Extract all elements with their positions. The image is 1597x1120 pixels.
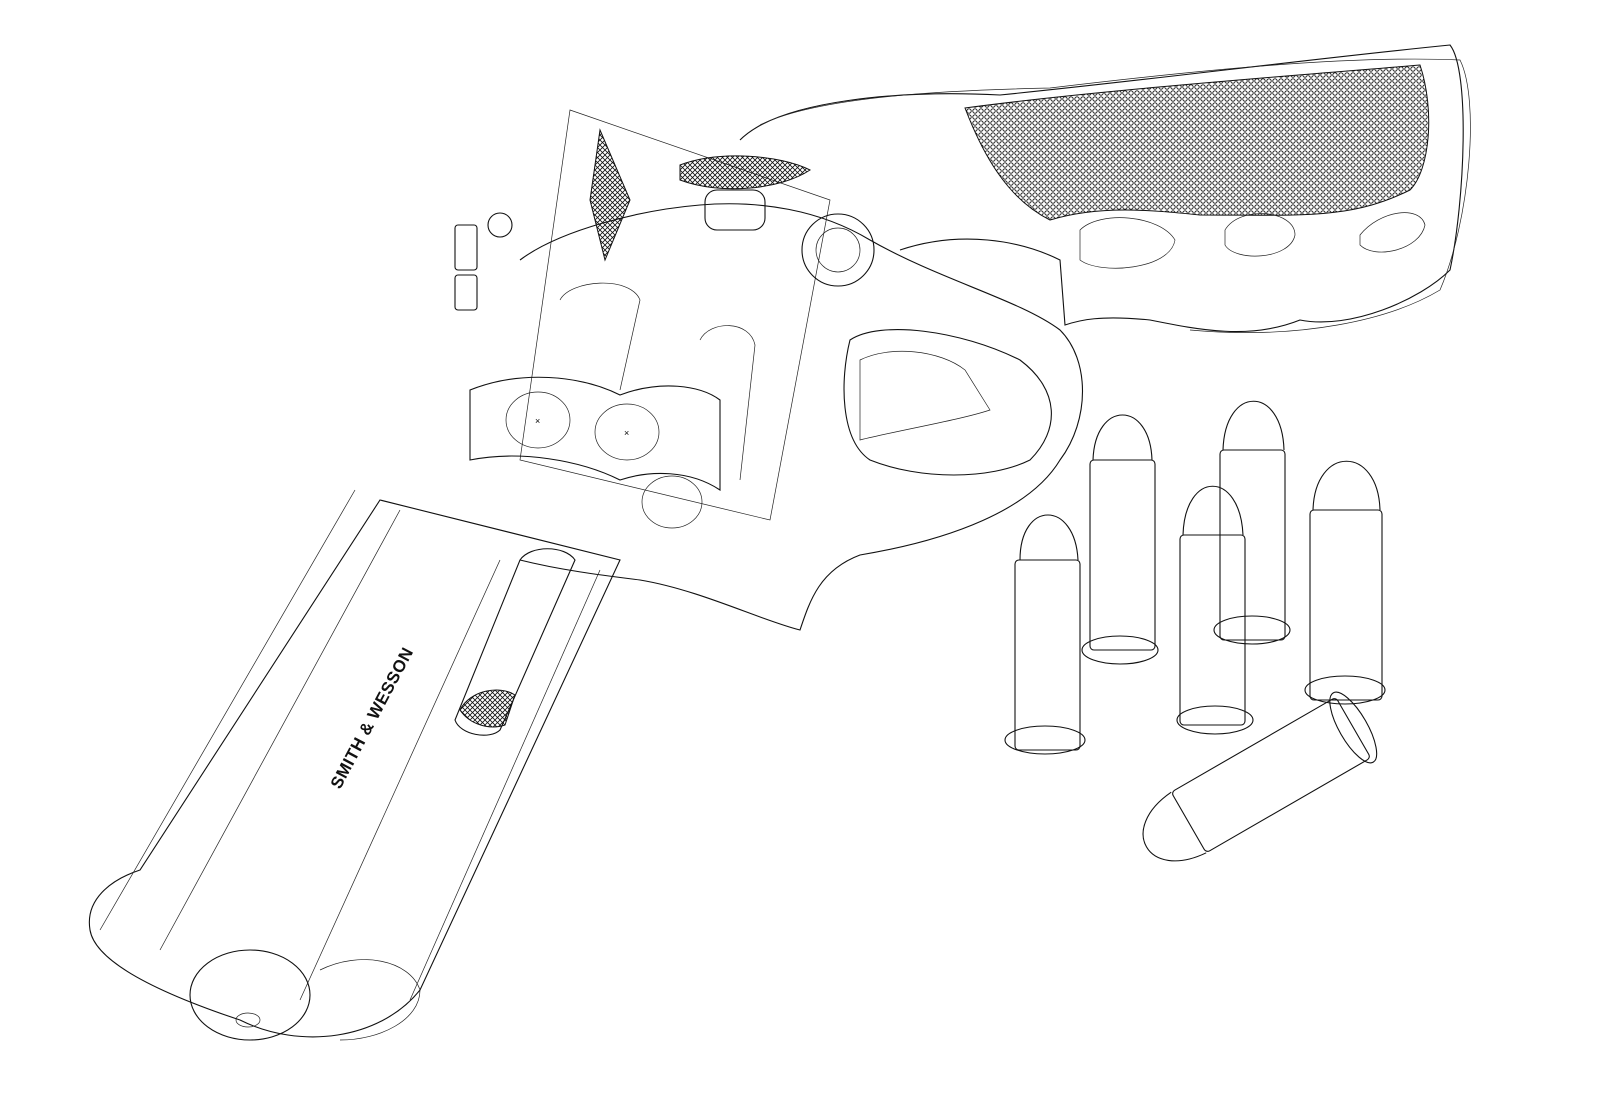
grip-texture [964,64,1430,221]
logo-emblem [801,213,875,287]
barrel-marking: SMITH & WESSON [327,644,418,792]
svg-text:×: × [624,428,629,438]
muzzle [189,949,311,1041]
cartridge [1176,485,1254,735]
hammer-texture [679,155,811,190]
cartridges [1004,400,1386,862]
svg-text:×: × [535,416,540,426]
cartridge [1004,514,1086,755]
cartridge [1213,400,1291,645]
cartridge [1142,691,1378,862]
barrel: SMITH & WESSON [88,489,621,1041]
cartridge [1081,414,1159,665]
revolver-frame [454,109,1083,631]
grip [739,44,1471,333]
cartridge [1304,460,1386,705]
cylinder: ×× [469,282,756,529]
rear-sight [454,224,478,271]
